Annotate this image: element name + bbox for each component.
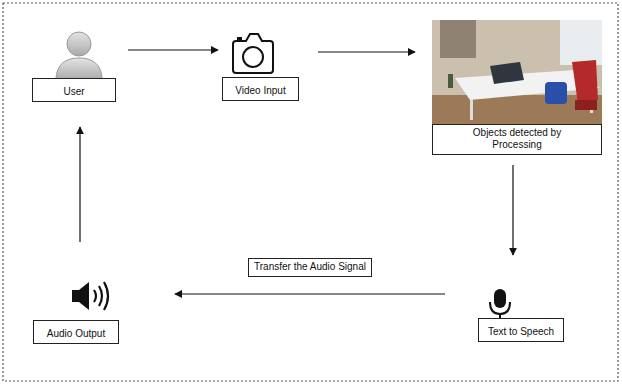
labelled-icon-node: Text to Speech bbox=[478, 285, 564, 342]
photo-chair-seat bbox=[575, 100, 597, 110]
user-icon bbox=[56, 32, 102, 80]
labelled-icon-node: Objects detected by Processing bbox=[432, 20, 602, 155]
labelled-icon-node: Video Input bbox=[222, 28, 299, 101]
sound-wave bbox=[94, 290, 96, 302]
user-head bbox=[67, 32, 91, 56]
node-label: Objects detected by Processing bbox=[457, 127, 577, 152]
label-box: Objects detected by Processing bbox=[432, 124, 602, 156]
photo-bag bbox=[545, 82, 567, 104]
flow-arrow bbox=[175, 293, 445, 294]
flow-arrow bbox=[318, 51, 415, 52]
camera-icon bbox=[233, 34, 273, 73]
edge-label: Transfer the Audio Signal bbox=[248, 258, 372, 277]
user-body bbox=[56, 58, 102, 80]
flow-arrow bbox=[79, 127, 80, 242]
photo-desk-leg bbox=[470, 100, 473, 120]
labelled-icon-node: User bbox=[32, 28, 116, 102]
mic-holder bbox=[490, 302, 510, 314]
photo-shelf bbox=[440, 20, 476, 58]
label-box: Video Input bbox=[222, 77, 299, 101]
label-line: User bbox=[37, 81, 111, 99]
camera-body bbox=[233, 34, 273, 73]
dotted-frame bbox=[3, 3, 618, 381]
label-box: Audio Output bbox=[33, 320, 119, 344]
node-label: User bbox=[63, 86, 84, 99]
label-line: Video Input bbox=[227, 80, 294, 98]
photo-window bbox=[560, 20, 602, 65]
node-label: Text to Speech bbox=[488, 326, 554, 339]
sound-wave bbox=[99, 286, 102, 306]
label-box: User bbox=[32, 78, 116, 102]
sound-wave bbox=[104, 282, 108, 310]
photo-bottle bbox=[448, 74, 453, 88]
camera-lens bbox=[243, 47, 263, 67]
node-label: Audio Output bbox=[47, 328, 105, 341]
label-box: Text to Speech bbox=[478, 318, 564, 342]
photo-wall bbox=[432, 20, 602, 128]
mic-capsule bbox=[494, 289, 506, 308]
labelled-icon-node: Audio Output bbox=[33, 280, 119, 344]
flow-arrow bbox=[512, 165, 513, 255]
photo-laptop bbox=[490, 62, 524, 84]
node-label: Video Input bbox=[235, 85, 285, 98]
microphone-icon bbox=[490, 289, 510, 320]
label-line: Audio Output bbox=[38, 323, 114, 341]
camera-button bbox=[237, 37, 242, 40]
label-line: Objects detected by Processing bbox=[437, 127, 597, 153]
photo-chair bbox=[572, 60, 598, 104]
flow-arrow bbox=[128, 49, 218, 50]
speaker-cone bbox=[72, 282, 89, 310]
room-photo bbox=[432, 20, 602, 128]
speaker-icon bbox=[72, 282, 108, 310]
label-line: Text to Speech bbox=[483, 321, 559, 339]
